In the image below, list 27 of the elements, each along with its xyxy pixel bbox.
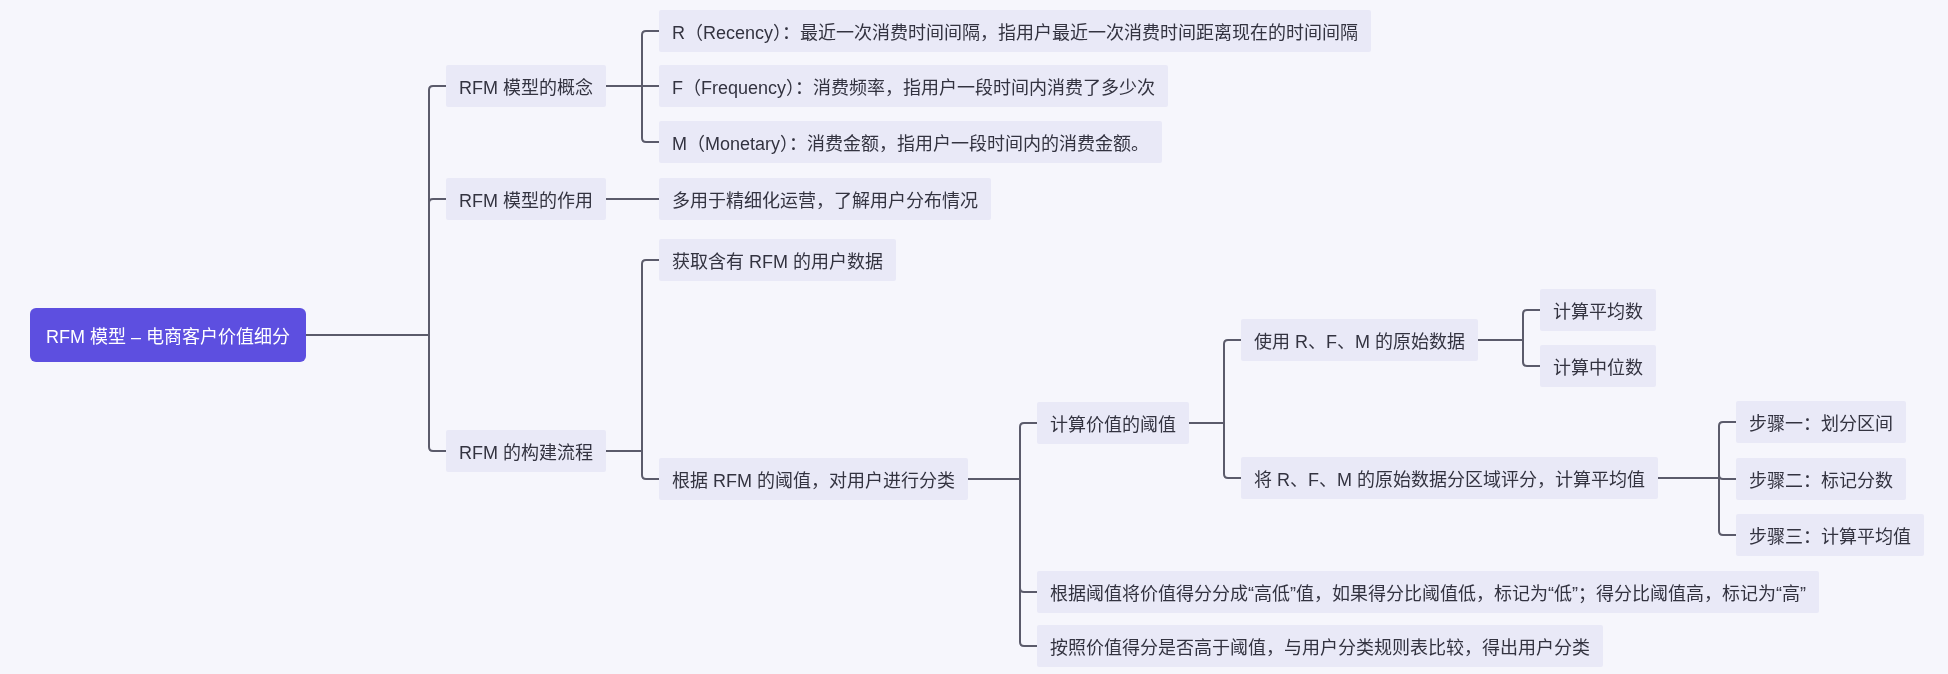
topic-box: R（Recency）：最近一次消费时间间隔，指用户最近一次消费时间距离现在的时间间隔 — [659, 10, 1372, 52]
topic-box: 计算平均数 — [1540, 289, 1656, 331]
topic-box: 获取含有 RFM 的用户数据 — [659, 239, 896, 281]
topic-box: 计算价值的阈值 — [1037, 402, 1189, 444]
connector-line — [305, 334, 447, 452]
topic-box: 根据 RFM 的阈值，对用户进行分类 — [659, 458, 968, 500]
topic-box: 步骤三：计算平均值 — [1736, 514, 1924, 556]
topic-box: 按照价值得分是否高于阈值，与用户分类规则表比较，得出用户分类 — [1037, 625, 1603, 667]
connector-line — [605, 198, 660, 200]
topic-box: 多用于精细化运营，了解用户分布情况 — [659, 178, 991, 220]
connector-line — [605, 450, 660, 480]
topic-box: 根据阈值将价值得分分成“高低”值，如果得分比阈值低，标记为“低”；得分比阈值高，标记为“高” — [1037, 571, 1819, 613]
connector-line — [967, 478, 1038, 647]
topic-box: 将 R、F、M 的原始数据分区域评分，计算平均值 — [1241, 457, 1658, 499]
topic-box: M（Monetary）：消费金额，指用户一段时间内的消费金额。 — [659, 121, 1163, 163]
topic-box: 步骤二：标记分数 — [1736, 458, 1906, 500]
central-topic-box: RFM 模型 – 电商客户价值细分 — [30, 308, 306, 362]
topic-box: 计算中位数 — [1540, 345, 1656, 387]
connector-line — [1188, 422, 1242, 479]
topic-box: 步骤一：划分区间 — [1736, 401, 1906, 443]
topic-box: RFM 的构建流程 — [446, 430, 606, 472]
topic-box: F（Frequency）：消费频率，指用户一段时间内消费了多少次 — [659, 65, 1169, 107]
topic-box: RFM 模型的作用 — [446, 178, 606, 220]
connector-line — [605, 85, 660, 143]
topic-box: 使用 R、F、M 的原始数据 — [1241, 319, 1478, 361]
connector-line — [1477, 339, 1541, 367]
topic-box: RFM 模型的概念 — [446, 65, 606, 107]
